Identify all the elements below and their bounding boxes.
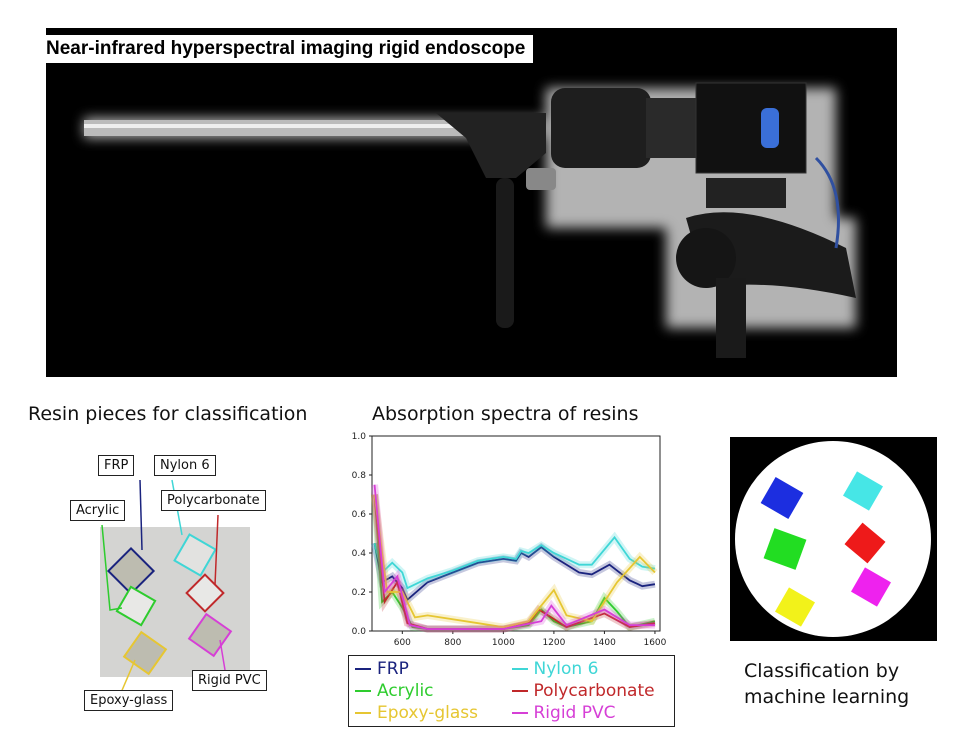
chart-legend: FRP Nylon 6 Acrylic Polycarbonate Epoxy-… [348, 655, 675, 727]
resin-markers [101, 479, 233, 696]
label-nylon6: Nylon 6 [154, 455, 216, 476]
acrylic-segment [763, 528, 807, 570]
label-acrylic: Acrylic [70, 500, 126, 521]
chart-title: Absorption spectra of resins [372, 403, 639, 425]
endoscope-photo [46, 28, 897, 377]
label-rigid-pvc: Rigid PVC [192, 670, 267, 691]
x-tick-label: 1200 [542, 638, 565, 648]
frp-segment [760, 477, 804, 519]
series-line-epoxy-glass [373, 494, 656, 629]
legend-acrylic: Acrylic [355, 680, 512, 702]
resin-caption: Resin pieces for classification [28, 403, 308, 425]
x-tick-label: 1400 [593, 638, 616, 648]
y-tick-label: 0.4 [352, 549, 367, 559]
label-polycarbonate: Polycarbonate [161, 490, 266, 511]
series-line-frp [373, 543, 656, 602]
absorption-chart: 0.0 0.2 0.4 0.6 0.8 1.0 600 800 1000 1200 1400 1600 [352, 432, 667, 648]
label-epoxy-glass: Epoxy-glass [84, 690, 174, 711]
photo-title: Near-infrared hyperspectral imaging rigi… [38, 35, 534, 63]
classification-image [730, 437, 937, 641]
x-tick-label: 1600 [643, 638, 666, 648]
plot-area [371, 435, 661, 632]
y-tick-label: 0.8 [352, 471, 367, 481]
polycarbonate-segment [844, 522, 886, 564]
x-tick-label: 800 [444, 638, 461, 648]
endoscope-illustration [84, 82, 856, 358]
x-tick-label: 1000 [492, 638, 515, 648]
classification-caption-2: machine learning [744, 686, 910, 708]
epoxy-glass-segment [775, 587, 815, 627]
label-frp: FRP [98, 455, 135, 476]
rigid-pvc-segment [851, 567, 891, 607]
series-line-acrylic [373, 494, 656, 630]
legend-epoxy-glass: Epoxy-glass [355, 702, 512, 724]
y-tick-label: 0.6 [352, 510, 367, 520]
y-tick-label: 0.0 [352, 627, 367, 637]
legend-polycarbonate: Polycarbonate [511, 680, 669, 702]
classification-caption-1: Classification by [744, 660, 900, 682]
legend-nylon6: Nylon 6 [511, 658, 669, 680]
y-tick-label: 0.2 [352, 588, 366, 598]
series-line-nylon-6 [373, 535, 656, 590]
series-line-rigid-pvc [373, 484, 655, 630]
legend-frp: FRP [355, 658, 512, 680]
nylon6-segment [843, 471, 883, 511]
y-tick-label: 1.0 [352, 432, 367, 442]
x-tick-label: 600 [394, 638, 411, 648]
legend-rigid-pvc: Rigid PVC [511, 702, 669, 724]
